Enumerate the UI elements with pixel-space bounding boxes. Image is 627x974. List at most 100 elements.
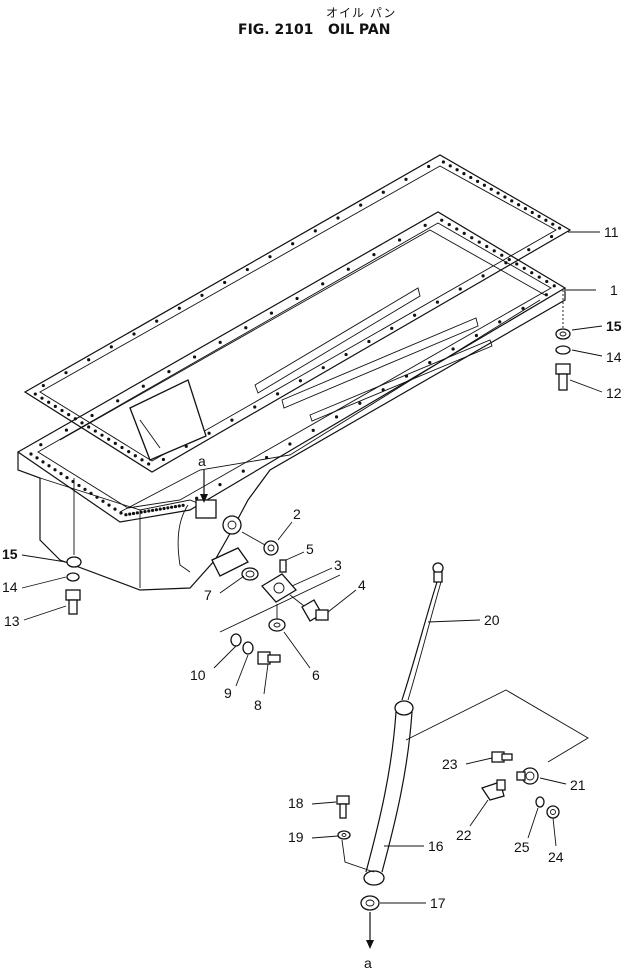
japanese-title: オイル パン (326, 6, 397, 20)
callout-23: 23 (442, 756, 458, 772)
bolt-hole (551, 222, 555, 226)
bolt-hole (544, 293, 548, 297)
reference-mark-upper-label: a (198, 453, 206, 469)
bolt-hole (140, 458, 144, 462)
washer-part-9 (242, 641, 254, 655)
washer-part-6 (268, 618, 286, 632)
callout-17: 17 (430, 895, 446, 911)
callout-10: 10 (190, 667, 206, 683)
bolt-hole (107, 503, 111, 507)
callout-14-left: 14 (2, 579, 18, 595)
bolt-hole (288, 442, 292, 446)
bolt-hole (544, 218, 548, 222)
bolt-hole (507, 257, 511, 262)
bolt-part-8 (257, 651, 281, 665)
dipstick-part-20 (401, 562, 444, 701)
bolt-hole (87, 425, 91, 429)
bolt-hole (475, 179, 480, 183)
reference-mark-lower-label: a (364, 955, 372, 971)
bolt-hole (177, 306, 181, 310)
bolt-hole (477, 240, 481, 244)
bolt-hole (47, 464, 51, 468)
bolt-hole (448, 164, 452, 168)
bolt-hole (116, 399, 120, 403)
bolt-hole (135, 511, 139, 515)
leader-lines (21, 231, 603, 904)
bolt-hole (264, 455, 269, 460)
bolt-hole (523, 207, 528, 211)
bolt-hole (381, 388, 385, 392)
bolt-hole (100, 433, 104, 437)
bolt-hole (372, 252, 376, 257)
callout-19: 19 (288, 829, 304, 845)
bolt-hole (218, 340, 222, 344)
bolt-hole (291, 242, 295, 246)
bolt-hole (162, 506, 166, 511)
bolt-hole (334, 415, 339, 419)
bolt-hole (143, 509, 147, 514)
bolt-hole (230, 418, 234, 422)
bolt-hole (177, 504, 181, 508)
bolt-hole (549, 234, 554, 239)
callout-22: 22 (456, 827, 472, 843)
bolt-hole (530, 271, 534, 275)
o-ring-part-17 (360, 895, 380, 911)
bolt-hole (521, 306, 525, 310)
bolt-hole (127, 450, 131, 454)
guide-tube-part-16 (363, 700, 414, 886)
bolt-hole (500, 253, 504, 257)
bolt-hole (155, 319, 159, 323)
washer-part-14-left (66, 572, 80, 582)
bolt-hole (295, 296, 299, 301)
washer-part-15-left (66, 556, 82, 568)
bolt-hole (39, 443, 43, 447)
bolt-hole (462, 231, 466, 235)
bolt-hole (390, 326, 394, 330)
bolt-hole (158, 507, 162, 511)
washer-part-10 (230, 633, 242, 647)
bolt-hole (150, 508, 155, 512)
bolt-hole (223, 280, 227, 285)
bolt-hole (87, 358, 91, 362)
bolt-hole (167, 369, 171, 374)
bolt-hole (90, 413, 94, 418)
bolt-hole (462, 172, 466, 176)
bolt-hole (166, 506, 170, 510)
bolt-hole (552, 284, 556, 288)
bolt-hole (53, 404, 57, 408)
callout-14-right: 14 (606, 349, 622, 365)
pin-part-5 (279, 559, 287, 573)
clip-part-21 (516, 767, 539, 785)
bolt-hole (133, 454, 137, 458)
callout-15-left: 15 (2, 546, 18, 562)
bolt-hole (435, 300, 440, 304)
bolt-hole (244, 326, 248, 330)
bolt-hole (344, 352, 348, 357)
bolt-hole (503, 195, 507, 199)
bolt-hole (359, 203, 363, 207)
bolt-hole (154, 508, 159, 512)
bolt-hole (40, 396, 44, 400)
bolt-hole (83, 487, 87, 492)
bolt-part-13 (65, 589, 81, 615)
bolt-hole (510, 199, 514, 203)
bolt-hole (522, 266, 526, 270)
callout-25: 25 (514, 839, 530, 855)
bolt-part-12 (555, 363, 571, 391)
bolt-hole (545, 279, 549, 284)
callout-1: 1 (610, 282, 618, 298)
bolt-hole (428, 360, 432, 365)
callout-12: 12 (606, 385, 622, 401)
bolt-hole (498, 320, 502, 324)
bolt-hole (147, 462, 151, 466)
bolt-hole (107, 437, 111, 441)
bolt-hole (412, 313, 417, 317)
plug-part-4 (301, 599, 329, 622)
figure-label: FIG. 2101 (238, 22, 314, 38)
bracket-part-22 (480, 779, 506, 801)
callout-11: 11 (604, 224, 619, 240)
bolt-hole (245, 267, 249, 272)
bolt-hole (358, 401, 362, 405)
callout-21: 21 (570, 777, 586, 793)
